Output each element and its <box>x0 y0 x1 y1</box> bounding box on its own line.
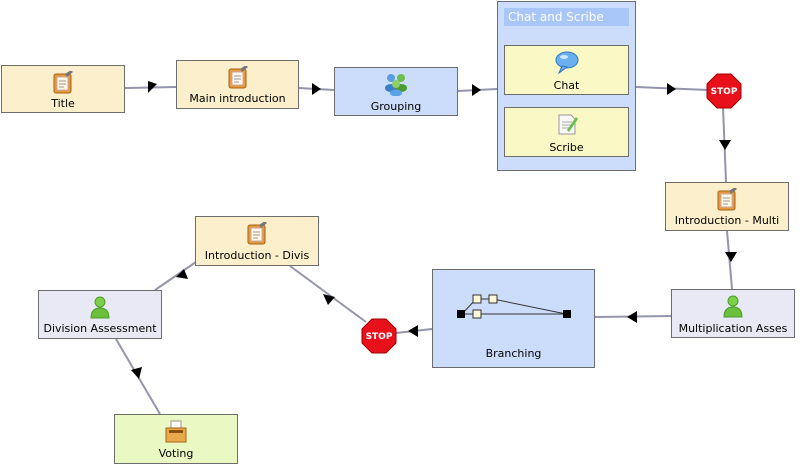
arrowhead <box>472 84 481 96</box>
activity-label: Multiplication Asses <box>678 322 788 335</box>
stop-label: STOP <box>366 332 393 342</box>
chat-and-scribe-group[interactable]: Chat and Scribe Chat Scribe <box>497 1 636 171</box>
activity-introduction-multi[interactable]: Introduction - Multi <box>665 182 789 231</box>
activity-multiplication-assessment[interactable]: Multiplication Asses <box>671 289 795 338</box>
arrowhead <box>719 140 731 150</box>
notebook-icon <box>247 222 267 245</box>
activity-label: Branching <box>485 347 542 360</box>
activity-label: Chat <box>553 79 580 92</box>
scribe-document-icon <box>558 114 578 135</box>
activity-label: Grouping <box>370 100 422 113</box>
activity-label: Introduction - Multi <box>674 214 780 227</box>
ballot-box-icon <box>165 420 187 443</box>
activity-division-assessment[interactable]: Division Assessment <box>38 290 162 339</box>
activity-label: Voting <box>158 447 194 460</box>
arrowhead <box>725 252 737 262</box>
notebook-icon <box>228 66 248 89</box>
arrowhead <box>131 367 142 379</box>
person-icon <box>723 295 743 318</box>
activity-label: Introduction - Divis <box>204 249 310 262</box>
stop-sign-icon[interactable]: STOP <box>706 73 742 109</box>
activity-introduction-divis[interactable]: Introduction - Divis <box>195 216 319 266</box>
activity-main-introduction[interactable]: Main introduction <box>176 60 299 109</box>
activity-label: Division Assessment <box>43 322 157 335</box>
arrowhead <box>627 311 637 323</box>
activity-voting[interactable]: Voting <box>114 414 238 464</box>
people-group-icon <box>385 74 407 96</box>
arrowhead <box>667 83 676 95</box>
branching-icon <box>457 294 571 319</box>
activity-branching[interactable]: Branching <box>432 269 595 368</box>
activity-title[interactable]: Title <box>1 65 125 113</box>
arrowhead <box>323 294 335 305</box>
activity-chat[interactable]: Chat <box>504 45 629 95</box>
notebook-icon <box>717 188 737 211</box>
activity-label: Title <box>51 97 75 110</box>
stop-sign-icon[interactable]: STOP <box>361 318 397 354</box>
person-icon <box>90 296 110 319</box>
arrowhead <box>408 325 418 337</box>
activity-grouping[interactable]: Grouping <box>334 67 458 116</box>
group-title: Chat and Scribe <box>504 8 629 26</box>
edge-introdivis-div <box>154 261 197 291</box>
activity-label: Scribe <box>549 141 584 154</box>
notebook-icon <box>53 71 73 94</box>
arrowhead <box>176 269 188 279</box>
edge-intromulti-mult <box>726 230 733 290</box>
activity-label: Main introduction <box>189 92 286 105</box>
arrowhead <box>312 83 321 95</box>
stop-label: STOP <box>711 87 738 97</box>
edge-stop-introdivis <box>289 265 367 323</box>
activity-scribe[interactable]: Scribe <box>504 107 629 157</box>
arrowhead <box>148 81 157 93</box>
chat-bubble-icon <box>555 51 578 74</box>
